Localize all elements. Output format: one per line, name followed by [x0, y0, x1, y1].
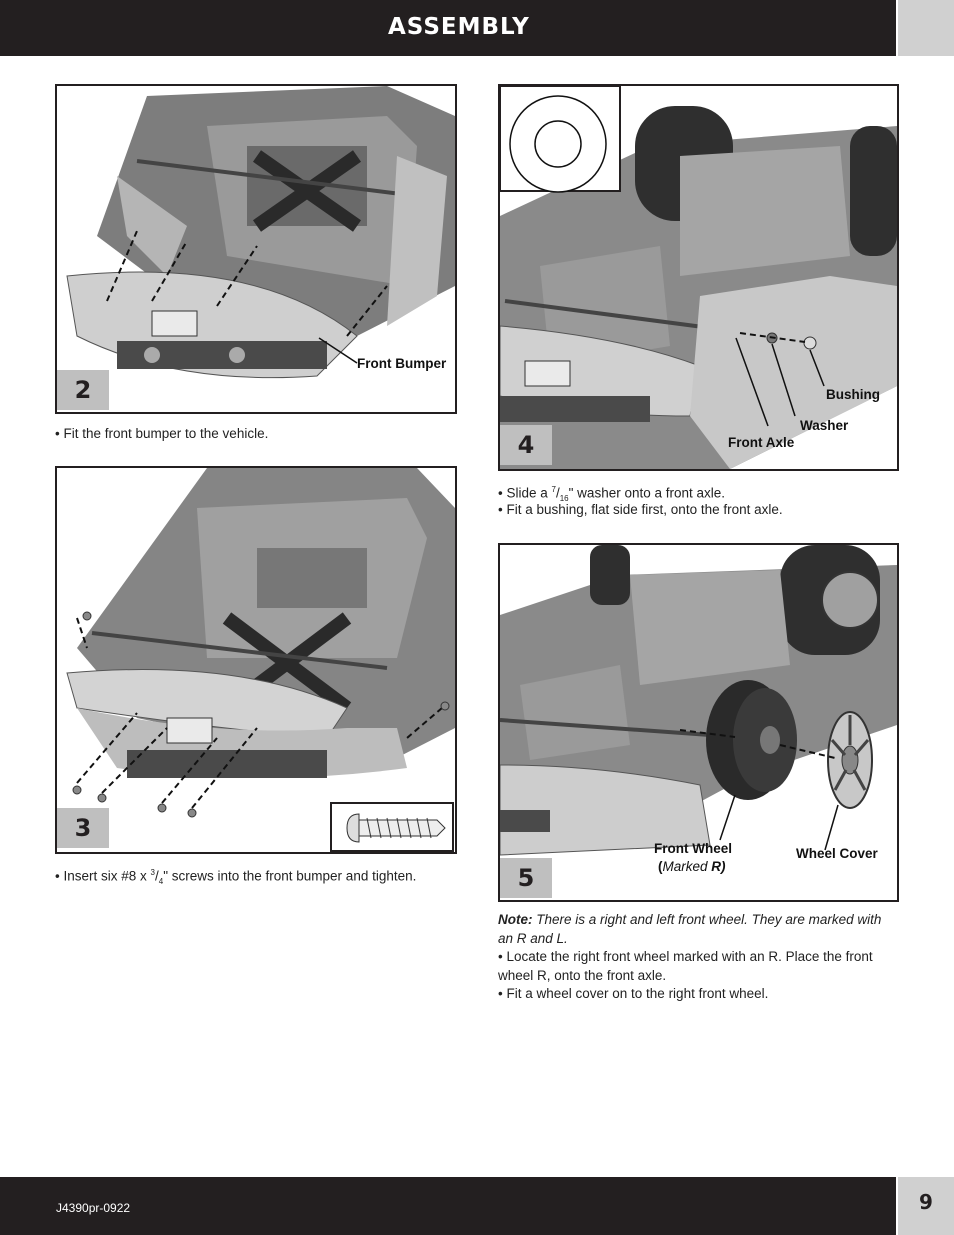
washer-icon [509, 95, 607, 193]
step-3-illustration: 3 [55, 466, 457, 854]
marked-r: R) [711, 859, 726, 874]
document-code: J4390pr-0922 [56, 1201, 131, 1215]
note-label: Note: [498, 912, 533, 927]
step-4-instruction-2: • Fit a bushing, flat side first, onto t… [498, 502, 783, 517]
instruction-text: " screws into the front bumper and tight… [163, 868, 417, 884]
step-5-instruction-2: • Fit a wheel cover on to the right fron… [498, 986, 769, 1001]
wheel-cover-icon [827, 711, 873, 809]
front-bumper-label: Front Bumper [357, 356, 447, 371]
page-number: 9 [919, 1190, 933, 1214]
step-4-instruction-1: • Slide a 7/16" washer onto a front axle… [498, 485, 726, 504]
step-5-note: Note: There is a right and left front wh… [498, 910, 898, 948]
page-title: ASSEMBLY [388, 14, 530, 40]
step-number-4: 4 [500, 425, 552, 465]
instruction-text: • Insert six #8 x [55, 868, 151, 884]
screw-icon [346, 813, 446, 843]
fraction-numerator: 3 [150, 868, 155, 877]
header-bar [0, 0, 896, 56]
step-4-illustration: 4 Bushing Washer Front Axle [498, 84, 899, 471]
instruction-text: " washer onto a front axle. [568, 485, 726, 501]
step-number-3: 3 [57, 808, 109, 848]
step-3-instruction: • Insert six #8 x 3/4" screws into the f… [55, 868, 417, 887]
fraction-denominator: 4 [158, 877, 164, 887]
washer-label: Washer [800, 418, 849, 433]
marked-r-label: (Marked R) [658, 859, 726, 874]
axle-drawing [500, 86, 897, 469]
step-number-5: 5 [500, 858, 552, 898]
front-axle-label: Front Axle [728, 435, 795, 450]
screws-drawing [66, 468, 455, 852]
note-text: There is a right and left front wheel. T… [498, 912, 882, 946]
bumper-fit-drawing [66, 86, 455, 379]
bushing-label: Bushing [826, 387, 880, 402]
step-5-illustration: 5 Front Wheel (Marked R) Wheel Cover [498, 543, 899, 902]
front-wheel-label: Front Wheel [654, 841, 732, 856]
marked-paren: ( [658, 859, 663, 874]
wheel-cover-label: Wheel Cover [796, 846, 878, 861]
step-2-illustration: 2 Front Bumper [55, 84, 457, 414]
footer-bar [0, 1177, 896, 1235]
marked-text: Marked [662, 859, 712, 874]
fraction-numerator: 7 [551, 485, 556, 494]
header-tab [898, 0, 954, 56]
instruction-text: • Slide a [498, 485, 552, 501]
step-5-instruction-1: • Locate the right front wheel marked wi… [498, 949, 873, 983]
fraction-denominator: 16 [559, 494, 569, 504]
step-number-2: 2 [57, 370, 109, 410]
step-2-instruction: • Fit the front bumper to the vehicle. [55, 426, 269, 441]
footer-tab [898, 1177, 954, 1235]
tire-icon [706, 680, 797, 800]
wheel-drawing [500, 545, 897, 856]
